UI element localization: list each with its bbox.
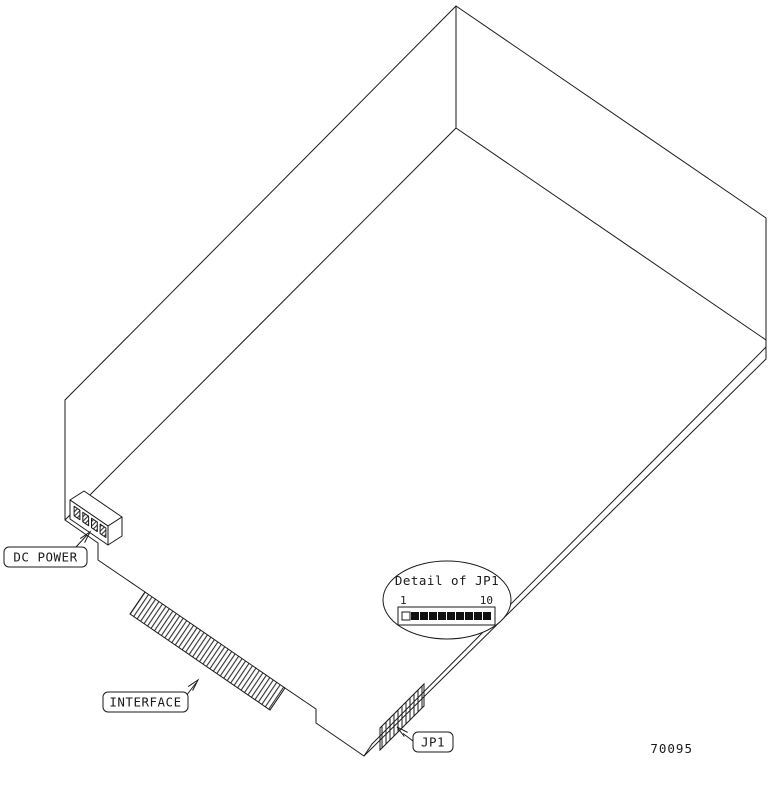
jp1-detail-callout: Detail of JP1 1 10 xyxy=(382,560,512,640)
dc-power-leader-line xyxy=(75,534,88,548)
detail-pin-1-open xyxy=(401,611,411,621)
detail-pins-filled xyxy=(411,612,491,620)
part-number: 70095 xyxy=(650,741,693,756)
pcb-edge-right-lower xyxy=(363,358,767,757)
pcb-edge-left2 xyxy=(284,687,365,757)
jp1-jumper xyxy=(379,682,425,752)
dc-connector-pin-2 xyxy=(82,511,90,527)
jp1-leader-line xyxy=(402,733,414,742)
dc-connector-pin-3 xyxy=(91,517,98,533)
jp1-label: JP1 xyxy=(421,735,445,750)
interface-connector-body xyxy=(129,591,286,711)
drive-outline xyxy=(64,5,767,757)
jp1-jumper-pins xyxy=(379,682,425,752)
dc-power-connector xyxy=(69,490,123,546)
jp1-arrow-icon xyxy=(396,726,408,737)
interface-leader-line xyxy=(185,682,197,697)
interface-arrow-icon xyxy=(187,678,200,691)
jp1-callout: JP1 xyxy=(396,726,454,753)
pcb-edge-right-upper xyxy=(371,346,767,745)
dc-power-callout: DC POWER xyxy=(3,530,92,568)
dc-connector-pin-1 xyxy=(73,505,81,521)
dc-power-label-box xyxy=(3,546,88,568)
dc-power-label: DC POWER xyxy=(13,550,77,565)
dc-power-arrow-icon xyxy=(79,530,92,543)
interface-connector xyxy=(129,591,286,711)
interface-label-box xyxy=(102,691,189,713)
detail-title: Detail of JP1 xyxy=(395,573,499,588)
pcb-corner-join xyxy=(363,743,373,757)
drive-box-edges xyxy=(64,5,767,521)
interface-label: INTERFACE xyxy=(109,695,181,710)
jp1-label-box xyxy=(412,731,454,753)
dc-connector-side-face xyxy=(107,516,123,546)
detail-pin-first-number: 1 xyxy=(400,594,407,607)
detail-pin-row-outline xyxy=(397,606,496,626)
dc-connector-pin-4 xyxy=(99,523,107,538)
pcb-edge-left xyxy=(64,519,146,593)
detail-pin-last-number: 10 xyxy=(480,594,493,607)
interface-callout: INTERFACE xyxy=(102,678,200,713)
